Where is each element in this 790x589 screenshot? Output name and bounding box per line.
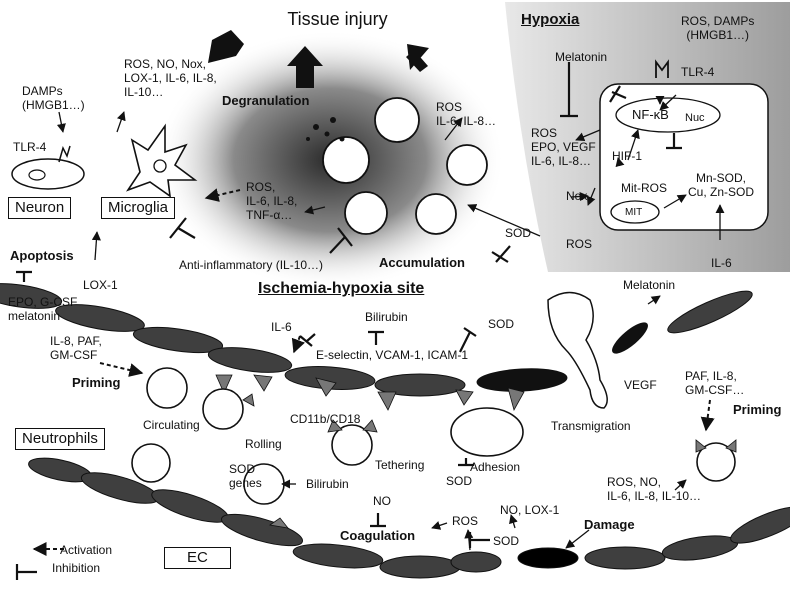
sod-mid: SOD: [488, 317, 515, 331]
sod-genes-label: SOD genes: [229, 462, 262, 490]
lox1-label: LOX-1: [83, 278, 118, 292]
tissue-injury-title: Tissue injury: [287, 9, 388, 29]
cd11b-label: CD11b/CD18: [290, 412, 361, 426]
microglia-outputs: ROS, NO, Nox, LOX-1, IL-6, IL-8, IL-10…: [124, 57, 217, 99]
microglia-box: Microglia: [101, 197, 176, 219]
ros-bottom-label: ROS: [566, 237, 593, 251]
neutrophil-tethering: [331, 424, 373, 466]
circulating-label: Circulating: [143, 418, 200, 432]
neutrophil-right: [696, 442, 736, 482]
il6-hypoxia: IL-6: [711, 256, 732, 270]
nfkb-label: NF-κB: [632, 107, 669, 122]
mit-label: MIT: [625, 207, 643, 218]
bilirubin-low: Bilirubin: [306, 477, 349, 491]
ros-epo-vegf: ROS EPO, VEGF IL-6, IL-8…: [531, 126, 596, 168]
sod-top-label: SOD: [505, 226, 532, 240]
sod-low: SOD: [493, 534, 520, 548]
nucleus-label: Nuc: [685, 112, 705, 124]
bilirubin-top: Bilirubin: [365, 310, 408, 324]
microglia-cell: [125, 123, 198, 198]
nox-label: Nox: [566, 189, 588, 203]
mit-ros-label: Mit-ROS: [621, 181, 667, 195]
melatonin-hypoxia: Melatonin: [555, 50, 608, 64]
transmigration-label: Transmigration: [551, 419, 631, 433]
neutrophil-circulating: [146, 367, 188, 409]
ischemia-hypoxia-title: Ischemia-hypoxia site: [258, 280, 425, 297]
ec-box: EC: [164, 547, 231, 569]
anti-inflammatory-label: Anti-inflammatory (IL-10…): [179, 258, 324, 272]
paf-right: PAF, IL-8, GM-CSF…: [685, 369, 745, 397]
degranulation-label: Degranulation: [222, 93, 310, 108]
nucleus-ellipse: [615, 97, 721, 133]
rolling-label: Rolling: [245, 437, 282, 451]
neuron-cell: [11, 158, 85, 190]
melatonin-right: Melatonin: [623, 278, 676, 292]
selectin-label: E-selectin, VCAM-1, ICAM-1: [316, 348, 469, 362]
injury-arrow-middle: [287, 46, 323, 88]
damage-outputs: ROS, NO, IL-6, IL-8, IL-10…: [607, 475, 702, 503]
mitochondrion-ellipse: [610, 200, 660, 224]
mn-sod-label: Mn-SOD, Cu, Zn-SOD: [688, 171, 755, 199]
legend-activation: Activation: [60, 543, 113, 557]
sod-adhesion: SOD: [446, 474, 473, 488]
ros-damps-hypoxia: ROS, DAMPs (HMGB1…): [681, 14, 755, 42]
neutrophil-left: [131, 443, 171, 483]
tlr4-left: TLR-4: [13, 140, 47, 154]
il8-paf-left: IL-8, PAF, GM-CSF: [50, 334, 102, 362]
accumulation-label: Accumulation: [379, 255, 465, 270]
tethering-label: Tethering: [375, 458, 425, 472]
ros-low: ROS: [452, 514, 479, 528]
legend-inhibition: Inhibition: [52, 561, 101, 575]
damps-left: DAMPs (HMGB1…): [22, 84, 85, 112]
coagulation-label: Coagulation: [340, 528, 416, 543]
tlr4-hypoxia: TLR-4: [681, 65, 715, 79]
injury-arrow-right: [406, 44, 429, 72]
vegf-label: VEGF: [624, 378, 657, 392]
injury-arrow-left: [208, 30, 244, 63]
hif1-label: HIF-1: [612, 149, 642, 163]
no-label: NO: [373, 494, 391, 508]
apoptosis-label: Apoptosis: [10, 248, 74, 263]
damage-label: Damage: [584, 517, 635, 532]
neutrophil-rolling: [202, 388, 244, 430]
transmigrating-cell: [547, 291, 608, 409]
ros-il6-right: ROS IL-6, IL-8…: [436, 100, 497, 128]
neutrophils-box: Neutrophils: [15, 428, 105, 450]
priming-right-label: Priming: [733, 402, 782, 417]
il6-vessel: IL-6: [271, 320, 292, 334]
no-lox1-label: NO, LOX-1: [500, 503, 560, 517]
hypoxia-title: Hypoxia: [521, 11, 580, 28]
neutrophil-adhesion: [450, 407, 524, 457]
neuron-box: Neuron: [8, 197, 72, 219]
ros-il6-tnf: ROS, IL-6, IL-8, TNF-α…: [246, 180, 298, 222]
epo-gcsf-melatonin: EPO, G-CSF melatonin: [8, 295, 78, 323]
priming-left-label: Priming: [72, 375, 121, 390]
adhesion-label: Adhesion: [470, 460, 521, 474]
